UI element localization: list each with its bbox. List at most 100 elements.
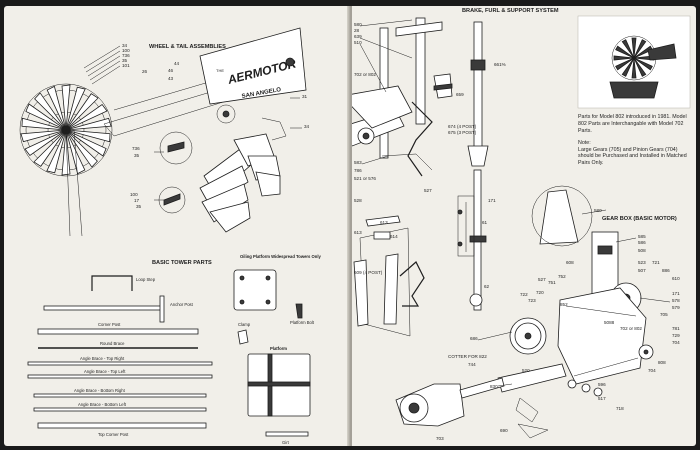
right-page-illustrations: BRAKE, FURL & SUPPORT SYSTEM [352, 8, 691, 441]
svg-text:528: 528 [354, 198, 362, 203]
gearbox-section-title: GEAR BOX (BASIC MOTOR) [602, 216, 677, 222]
left-page-illustrations: THE AERMOTOR SAN ANGELO WHEEL & TAIL ASS… [19, 27, 322, 445]
svg-text:171: 171 [672, 291, 680, 296]
svg-text:808: 808 [658, 360, 666, 365]
svg-text:43: 43 [168, 76, 174, 81]
svg-text:736: 736 [132, 146, 140, 151]
wheel-section-title: WHEEL & TAIL ASSEMBLIES [149, 44, 226, 50]
svg-text:613: 613 [354, 230, 362, 235]
svg-text:517: 517 [598, 396, 606, 401]
svg-text:579: 579 [672, 305, 680, 310]
svg-text:752: 752 [558, 274, 566, 279]
top-corner-post-label: Top Corner Post [98, 432, 129, 437]
anchor-post-label: Anchor Post [170, 302, 194, 307]
svg-text:510: 510 [354, 40, 362, 45]
svg-text:35: 35 [122, 58, 128, 63]
svg-text:744: 744 [468, 362, 476, 367]
svg-text:729: 729 [672, 333, 680, 338]
svg-text:704: 704 [672, 340, 680, 345]
svg-text:527: 527 [538, 277, 546, 282]
angle-brace-bottom-right-label: Angle Brace - Bottom Right [74, 388, 126, 393]
clamp-label: Clamp [238, 322, 251, 327]
vane-blades-drawing [199, 133, 281, 233]
svg-text:101: 101 [122, 63, 130, 68]
svg-text:721: 721 [652, 260, 660, 265]
model-802-note: Parts for Model 802 introduced in 1981. … [578, 114, 687, 134]
gear-pair-note: Large Gears (705) and Pinion Gears (704)… [578, 146, 687, 167]
svg-text:507: 507 [638, 268, 646, 273]
svg-text:520: 520 [522, 368, 530, 373]
angle-brace-bottom-left-label: Angle Brace - Bottom Left [78, 402, 127, 407]
svg-text:705: 705 [660, 312, 668, 317]
svg-text:580: 580 [594, 208, 602, 213]
svg-text:583: 583 [354, 160, 362, 165]
svg-text:686: 686 [470, 336, 478, 341]
svg-text:COTTER FOR 822: COTTER FOR 822 [448, 354, 487, 359]
svg-text:720: 720 [536, 290, 544, 295]
model-info-text: Parts for Model 802 introduced in 1981. … [578, 114, 690, 172]
left-page: THE AERMOTOR SAN ANGELO WHEEL & TAIL ASS… [4, 6, 350, 446]
svg-text:578: 578 [672, 298, 680, 303]
gearbox-drawing [395, 185, 654, 439]
angle-brace-top-left-label: Angle Brace - Top Left [84, 369, 126, 374]
svg-text:62: 62 [484, 284, 490, 289]
svg-text:17: 17 [134, 198, 140, 203]
svg-text:527: 527 [424, 188, 432, 193]
brake-section-title: BRAKE, FURL & SUPPORT SYSTEM [462, 8, 559, 14]
tower-section-title: BASIC TOWER PARTS [152, 260, 212, 266]
girt-label: Girt [282, 440, 290, 445]
svg-text:702 or 802: 702 or 802 [620, 326, 642, 331]
svg-text:690: 690 [500, 428, 508, 433]
gearbox-part-callouts: 580 585 586 508 608 523 507 721 886 610 … [436, 208, 680, 441]
svg-text:44: 44 [174, 61, 180, 66]
brake-part-callouts: 580 28 639 510 702 or 802 659 661% 674 (… [354, 19, 506, 289]
svg-text:609 (4 POST): 609 (4 POST) [354, 270, 383, 275]
svg-text:736: 736 [122, 53, 130, 58]
svg-text:659: 659 [456, 92, 464, 97]
pump-rod-drawing [467, 21, 489, 311]
svg-text:171: 171 [488, 198, 496, 203]
svg-text:521 or 576: 521 or 576 [354, 176, 376, 181]
svg-text:723: 723 [528, 298, 536, 303]
platform-section: Oiling Platform Widespread Towers Only P… [233, 254, 322, 445]
corner-post-label: Corner Post [98, 322, 121, 327]
svg-text:610: 610 [672, 276, 680, 281]
svg-text:5088: 5088 [604, 320, 615, 325]
svg-text:751: 751 [548, 280, 556, 285]
wheel-detail-drawings [158, 104, 287, 214]
svg-text:718: 718 [616, 406, 624, 411]
loop-step-label: Loop Step [136, 277, 156, 282]
platform-bolt-label: Platform Bolt [290, 320, 315, 325]
svg-text:830: 830 [490, 384, 498, 389]
svg-text:586: 586 [638, 240, 646, 245]
wheel-part-callouts: 34 100 736 35 101 44 46 43 31 34 736 35 … [83, 43, 310, 209]
svg-text:639: 639 [354, 34, 362, 39]
svg-text:596: 596 [598, 382, 606, 387]
windmill-wheel-drawing [19, 81, 237, 237]
svg-text:35: 35 [136, 204, 142, 209]
svg-text:THE: THE [216, 68, 224, 73]
tail-vane-drawing: THE AERMOTOR SAN ANGELO [199, 27, 307, 105]
svg-text:614: 614 [390, 234, 398, 239]
oiling-platform-label: Oiling Platform Widespread Towers Only [240, 254, 322, 259]
svg-text:613: 613 [380, 220, 388, 225]
tower-parts-drawings: Loop Step Anchor Post Corner Post Round … [27, 275, 213, 437]
svg-text:661%: 661% [494, 62, 506, 67]
platform-label: Platform [270, 346, 287, 351]
svg-text:61: 61 [482, 220, 488, 225]
book-gutter [347, 6, 355, 446]
angle-brace-top-right-label: Angle Brace - Top Right [80, 356, 125, 361]
svg-text:31: 31 [302, 94, 308, 99]
svg-text:34: 34 [304, 124, 310, 129]
svg-text:781: 781 [672, 326, 680, 331]
aermotor-logo-emblem [577, 15, 691, 109]
svg-text:886: 886 [662, 268, 670, 273]
svg-text:702 or 802: 702 or 802 [354, 72, 376, 77]
svg-text:26: 26 [142, 69, 148, 74]
svg-text:28: 28 [354, 28, 360, 33]
svg-text:704: 704 [648, 368, 656, 373]
svg-text:674 (4 POST): 674 (4 POST) [448, 124, 477, 129]
svg-text:608: 608 [566, 260, 574, 265]
round-brace-label: Round Brace [100, 341, 125, 346]
